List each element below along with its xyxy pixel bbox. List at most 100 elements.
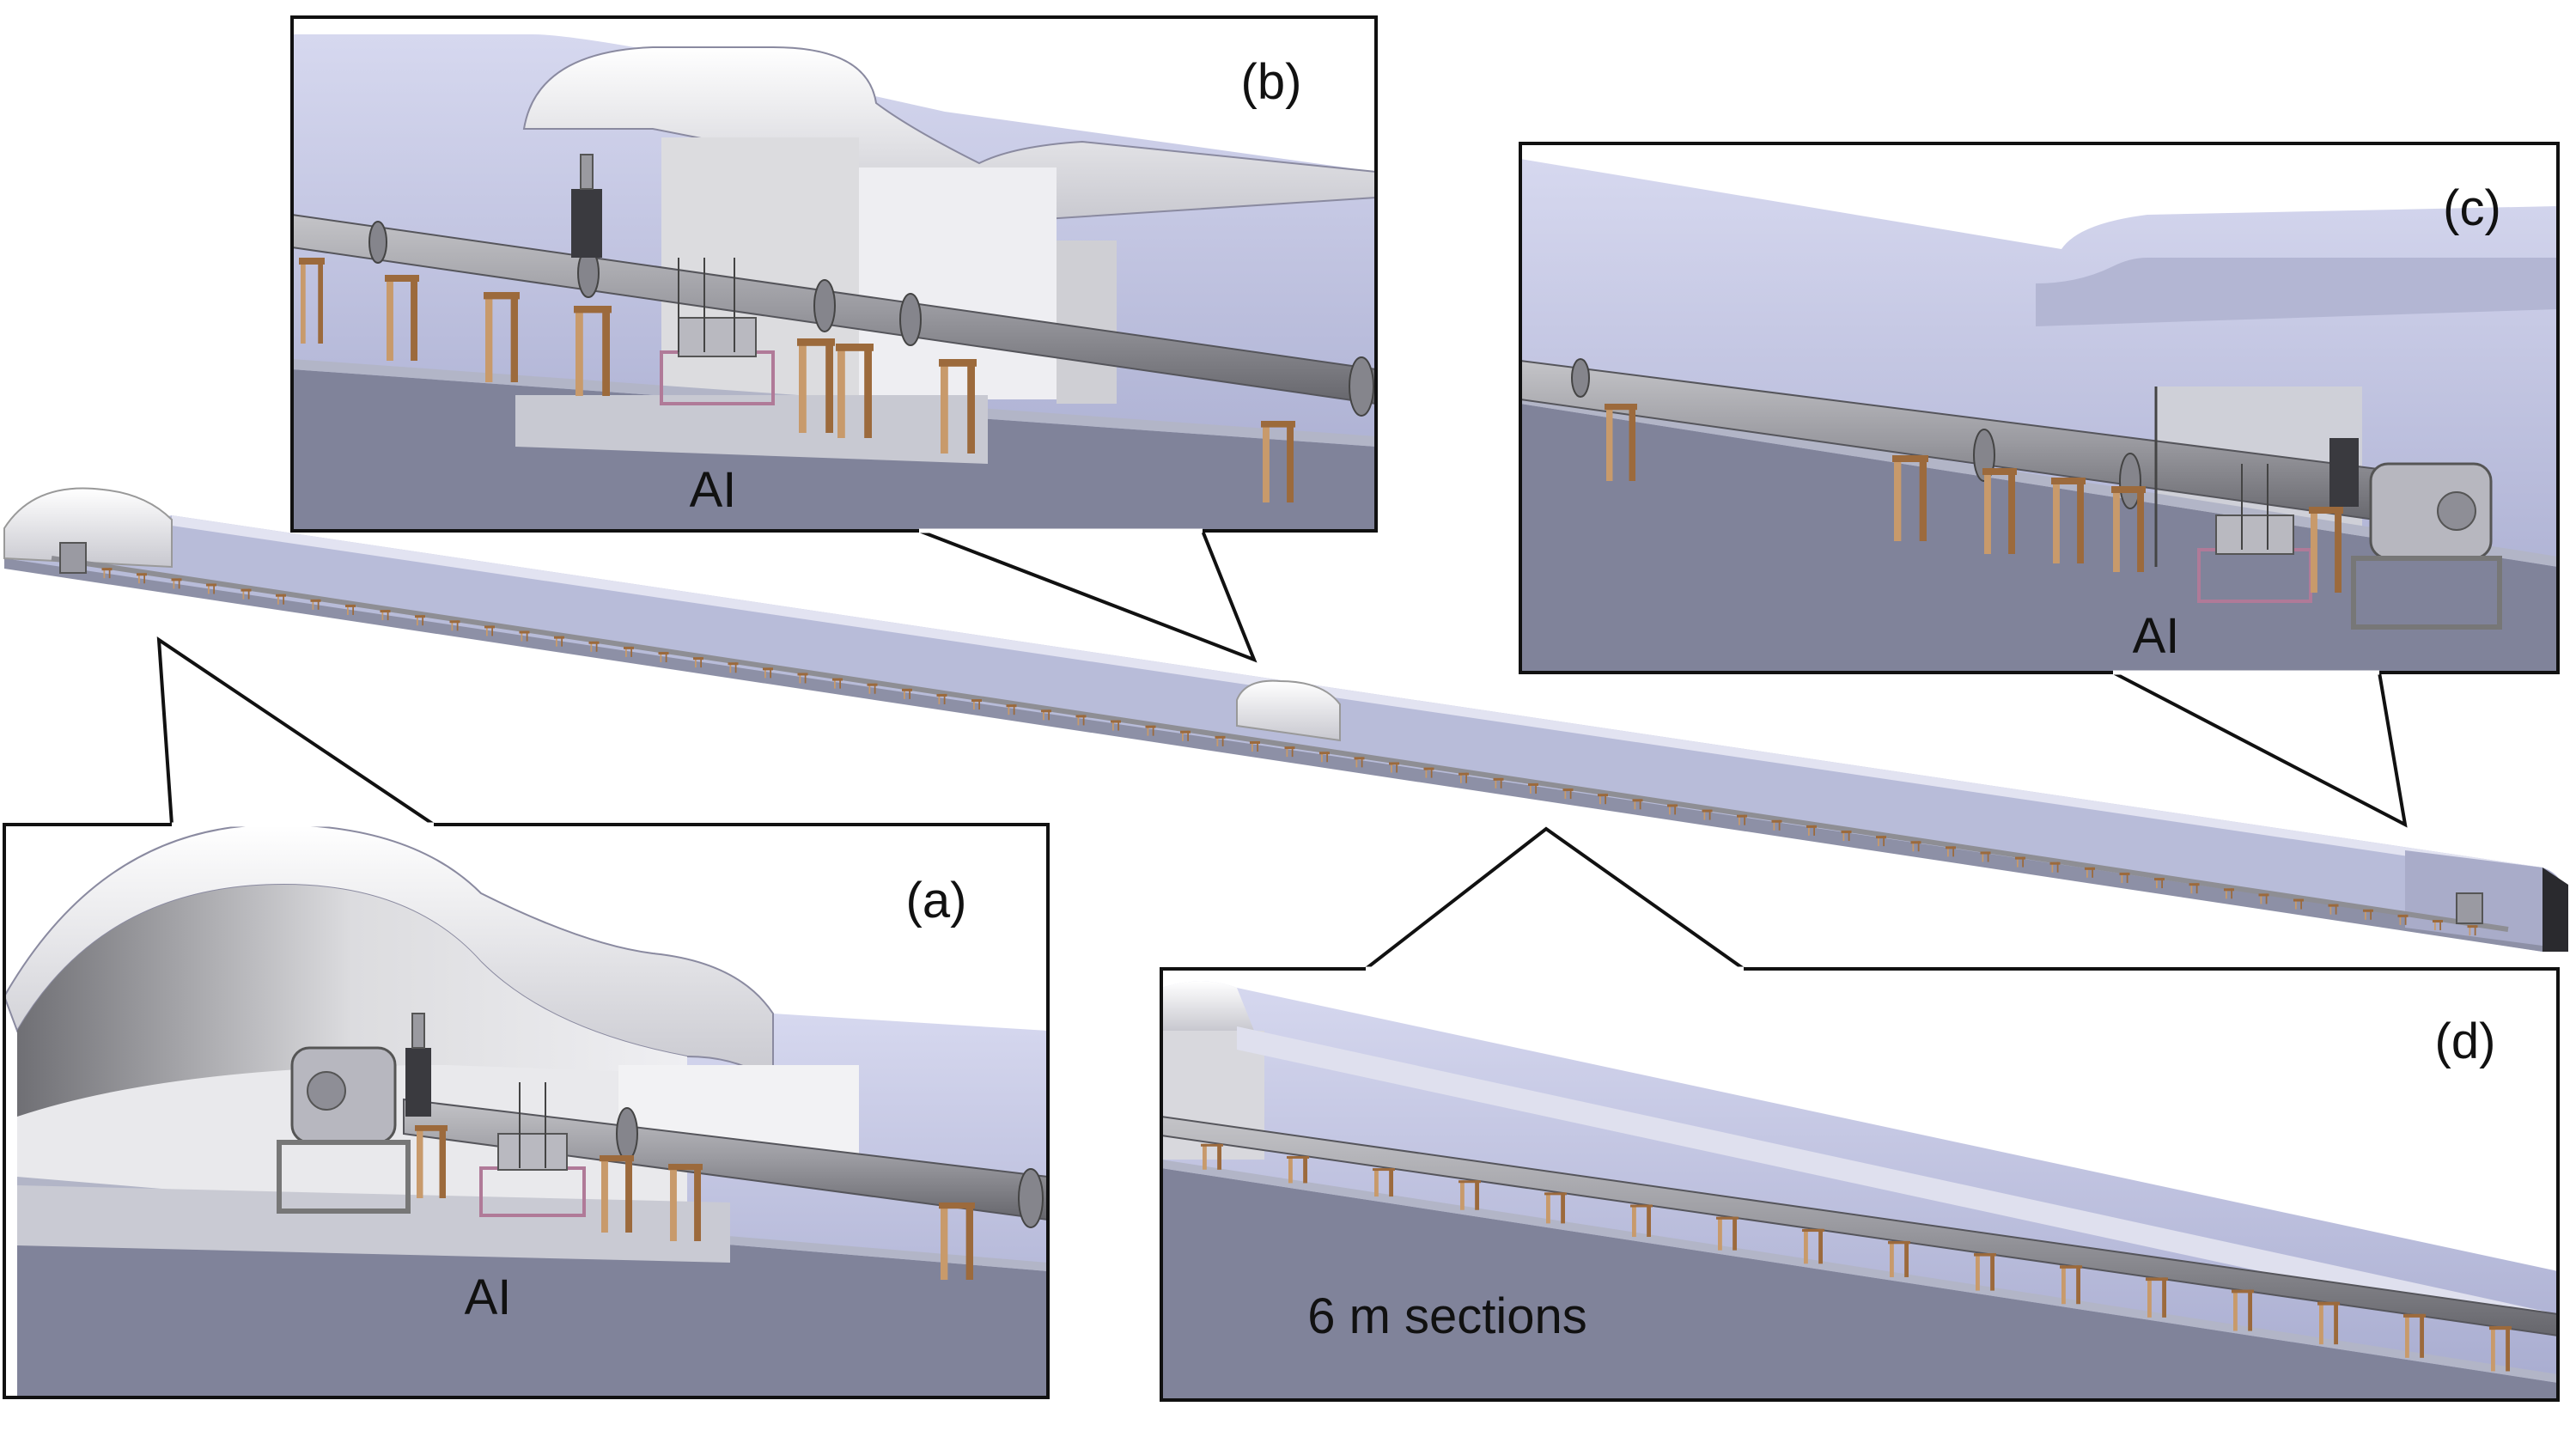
pipe-support <box>1459 1180 1481 1210</box>
pipe-support <box>1075 715 1087 726</box>
panel-a-tag: (a) <box>906 873 967 928</box>
pipe-support <box>2363 909 2373 920</box>
panel-d-supports <box>1201 1143 2512 1372</box>
pipe-support <box>1980 851 1991 862</box>
pipe-support <box>936 693 947 704</box>
pipe-support <box>1354 757 1365 768</box>
pipe-support <box>1910 841 1921 852</box>
pipe-support <box>2403 1313 2426 1358</box>
pipe-support <box>2189 883 2200 894</box>
pipe-support <box>1006 704 1017 715</box>
pipe-support <box>600 1155 634 1233</box>
pipe-support <box>299 258 325 344</box>
pipe-support <box>2232 1289 2254 1331</box>
pipe-support <box>241 588 252 600</box>
panel-b-gate-valve <box>571 189 602 258</box>
pipe-support <box>2489 1325 2512 1372</box>
pipe-support <box>276 594 286 605</box>
pipe-support <box>2467 925 2478 936</box>
pipe-support <box>2049 861 2061 873</box>
panel-d-pointer <box>1361 826 1750 971</box>
overview-cave-center <box>1236 679 1341 742</box>
pipe-support <box>939 359 977 454</box>
pipe-support <box>1041 709 1051 721</box>
pipe-support <box>2433 920 2443 931</box>
pipe-support <box>1605 404 1637 481</box>
pipe-support <box>728 662 739 673</box>
panel-c-supports <box>1605 404 2343 593</box>
pipe-support <box>1802 1228 1824 1264</box>
pipe-support <box>1806 825 1817 836</box>
panel-b-caption: AI <box>690 462 737 518</box>
panel-d-tag: (d) <box>2435 1014 2496 1069</box>
pipe-support <box>1888 1240 1910 1277</box>
pipe-support <box>2085 867 2095 878</box>
overview-cave-right <box>2405 850 2568 949</box>
pipe-support <box>1250 741 1260 752</box>
pipe-support <box>1261 421 1295 502</box>
pipe-support <box>385 275 419 361</box>
pipe-support <box>797 338 835 433</box>
overview-beam-pipe <box>51 556 2509 932</box>
pipe-support <box>2146 1277 2168 1318</box>
pipe-support <box>415 615 425 626</box>
pipe-support <box>1423 767 1434 778</box>
pipe-support <box>797 673 808 684</box>
panel-c-gate-valve <box>2329 438 2359 507</box>
pipe-support <box>624 646 634 657</box>
pipe-support <box>206 583 216 594</box>
pipe-support <box>1284 746 1295 758</box>
panel-a-beam-pipe <box>403 1098 1048 1221</box>
panel-c-floor <box>1520 404 2558 673</box>
overview-atom-source-left <box>59 542 87 574</box>
pipe-support <box>1716 1216 1739 1251</box>
pipe-support <box>693 657 703 668</box>
overview-atom-source-right <box>2456 892 2483 924</box>
pipe-support <box>1373 1168 1395 1197</box>
pipe-support <box>380 610 391 621</box>
pipe-support <box>345 604 356 615</box>
pipe-support <box>1562 788 1574 800</box>
pipe-support <box>1111 720 1121 731</box>
panel-d-caption: 6 m sections <box>1307 1288 1587 1344</box>
pipe-support <box>449 620 460 631</box>
pipe-support <box>1598 794 1608 805</box>
overview-tunnel <box>3 487 2568 952</box>
pipe-support <box>763 667 773 679</box>
pipe-support <box>1946 846 1956 857</box>
pipe-support <box>101 568 113 579</box>
pipe-support <box>1737 814 1747 825</box>
pipe-support <box>2119 872 2130 883</box>
pipe-support <box>1630 1204 1653 1238</box>
pipe-support <box>2309 507 2343 593</box>
panel-a: (a) AI <box>3 636 1050 1399</box>
pipe-support <box>2111 486 2146 572</box>
pipe-support <box>484 625 495 636</box>
pipe-support <box>1974 1253 1996 1291</box>
panel-d: (d) 6 m sections <box>1160 826 2560 1402</box>
pipe-support <box>1632 799 1643 810</box>
panel-b-tag: (b) <box>1241 54 1302 110</box>
pipe-support <box>2060 1265 2082 1305</box>
pipe-support <box>1287 1155 1309 1184</box>
pipe-support <box>415 1125 448 1198</box>
panel-c-tag: (c) <box>2443 180 2501 236</box>
pipe-support <box>1389 762 1399 773</box>
pipe-support <box>519 630 530 642</box>
pipe-support <box>1319 752 1330 763</box>
pipe-support <box>1667 804 1678 815</box>
panel-a-caption: AI <box>465 1269 512 1325</box>
panel-b-supports <box>299 258 1295 502</box>
pipe-support <box>1841 831 1852 842</box>
pipe-support <box>137 573 147 584</box>
overview-cave-left <box>3 487 173 569</box>
panel-b: (b) AI <box>290 15 1378 663</box>
pipe-support <box>971 699 982 710</box>
pipe-support <box>902 688 912 699</box>
pipe-support <box>2293 898 2304 910</box>
pipe-support <box>658 652 669 663</box>
pipe-support <box>1180 730 1191 741</box>
pipe-support <box>310 599 321 610</box>
pipe-support <box>1892 455 1928 541</box>
